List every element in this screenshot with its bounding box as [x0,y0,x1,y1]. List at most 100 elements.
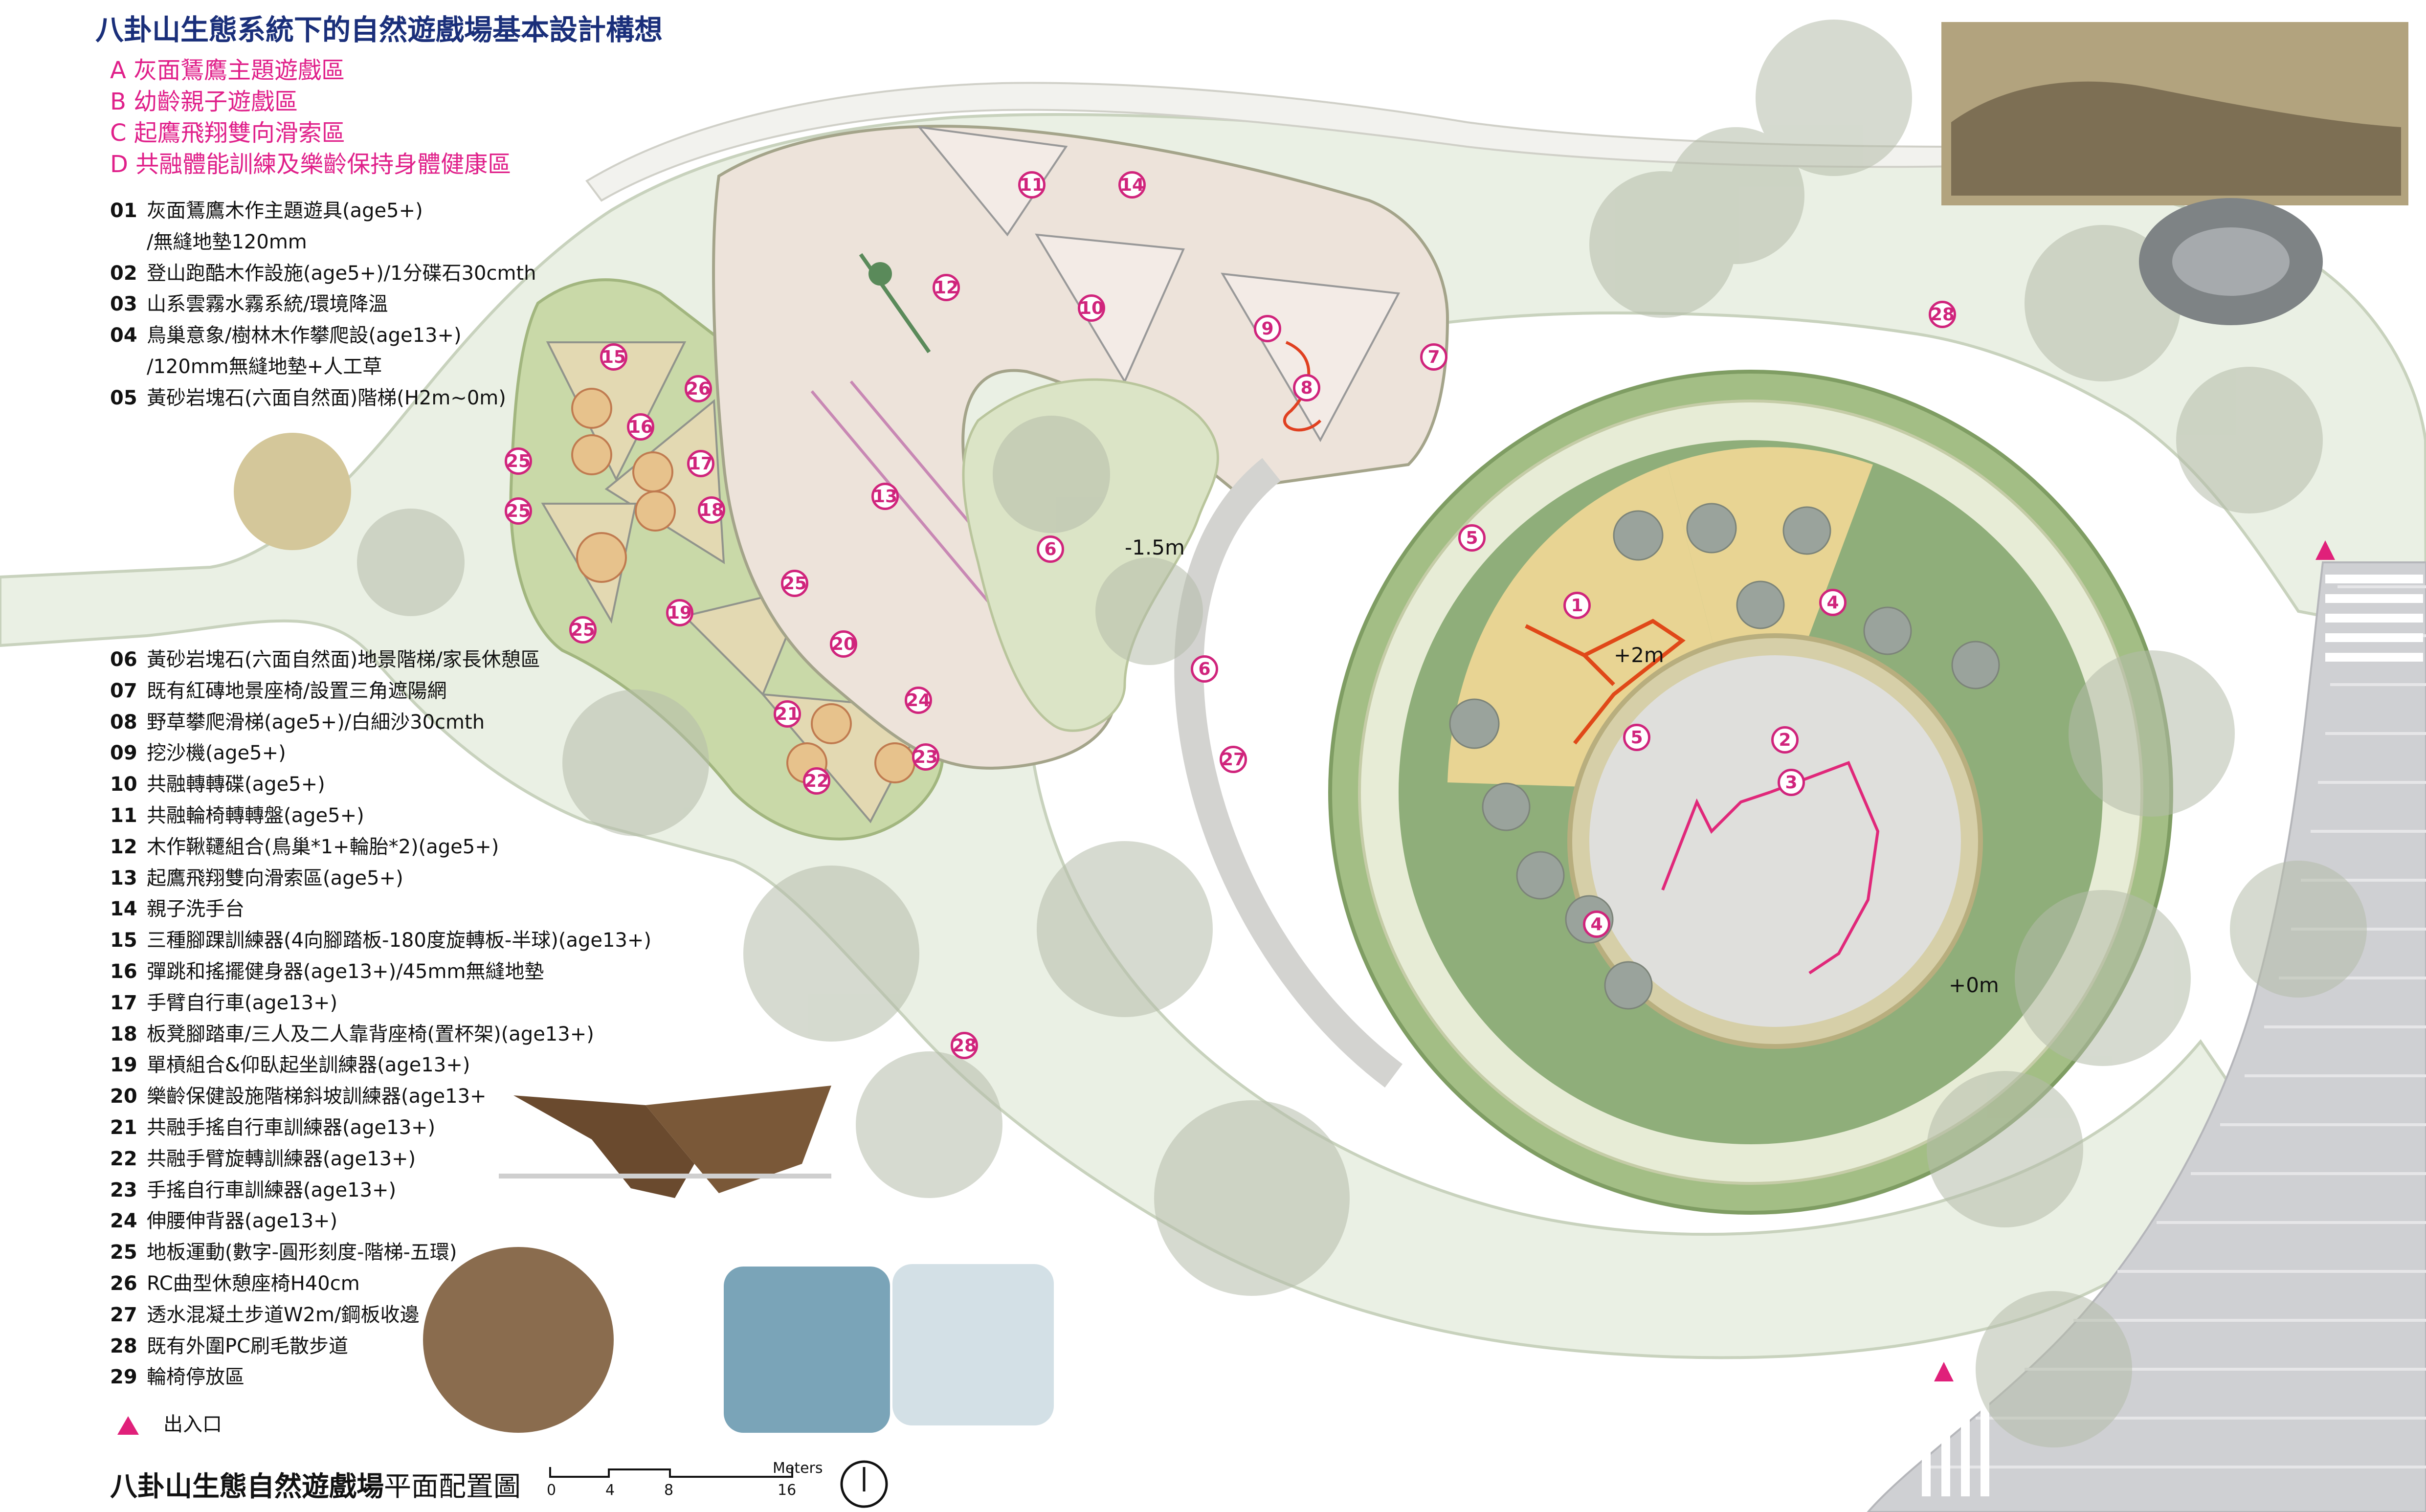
legend-text: 野草攀爬滑梯(age5+)/白細沙30cmth [147,711,485,734]
legend-number: 06 [110,648,137,671]
legend-item: /無縫地墊120mm [110,227,536,258]
plan-marker: 4 [1819,589,1847,616]
legend-number: 25 [110,1241,137,1264]
legend-number: 27 [110,1303,137,1326]
legend-text: 透水混凝土步道W2m/鋼板收邊 [147,1303,420,1326]
trees [357,20,2367,1447]
legend-text: 黃砂岩塊石(六面自然面)地景階梯/家長休憩區 [147,648,540,671]
legend-text: 彈跳和搖擺健身器(age13+)/45mm無縫地墊 [147,960,544,983]
plan-marker: 20 [830,630,857,658]
scale-tick-8: 8 [664,1482,674,1499]
legend-item: /120mm無縫地墊+人工草 [110,352,536,383]
plan-marker: 21 [774,700,801,728]
legend-number: 03 [110,293,137,316]
legend-text: 伸腰伸背器(age13+) [147,1210,338,1233]
parkour-structure [1661,761,1880,975]
legend-number: 23 [110,1178,137,1201]
plan-marker: 22 [803,767,830,795]
entrance-south-icon [1934,1362,1954,1381]
plan-marker: 19 [666,599,693,626]
scale-tick-4: 4 [605,1482,615,1499]
legend-text: 登山跑酷木作設施(age5+)/1分碟石30cmth [147,262,536,285]
legend-item: 03 山系雲霧水霧系統/環境降溫 [110,289,536,320]
legend-number: 22 [110,1147,137,1170]
legend-number: 14 [110,898,137,921]
legend-number: 01 [110,200,137,222]
plan-marker: 15 [600,343,627,371]
scale-tick-16: 16 [778,1482,797,1499]
plan-marker: 26 [685,375,712,402]
plan-marker: 6 [1037,535,1064,563]
swing-set [859,253,931,354]
legend-item: 02 登山跑酷木作設施(age5+)/1分碟石30cmth [110,258,536,289]
legend-number: 05 [110,386,137,409]
legend-text: 既有紅磚地景座椅/設置三角遮陽網 [147,679,447,702]
yellow-circle-area [234,433,351,550]
scale-bar [549,1467,793,1478]
plan-marker: 6 [1191,655,1218,683]
legend-number: 10 [110,773,137,796]
legend-number: 29 [110,1366,137,1389]
scale-tick-0: 0 [547,1482,556,1499]
legend-top: 01 灰面鵟鷹木作主題遊具(age5+) /無縫地墊120mm 02 登山跑酷木作設施(… [110,196,536,414]
level-base: +0m [1949,973,1999,997]
legend-number: 18 [110,1023,137,1045]
legend-text: 灰面鵟鷹木作主題遊具(age5+) [147,200,423,222]
legend-item: 18 板凳腳踏車/三人及二人靠背座椅(置杯架)(age13+) [110,1019,651,1050]
children-zone-b [917,126,1401,443]
plan-marker: 27 [1220,746,1247,773]
level-upper: +2m [1614,643,1664,667]
nest-photo [423,1247,614,1433]
legend-number: 20 [110,1085,137,1108]
legend-text: 板凳腳踏車/三人及二人靠背座椅(置杯架)(age13+) [147,1023,594,1045]
plan-marker: 17 [687,450,714,477]
plan-marker: 1 [1563,592,1591,619]
plan-marker: 4 [1583,911,1610,938]
plan-title: 八卦山生態自然遊戲場平面配置圖 [110,1465,521,1504]
legend-text: 親子洗手台 [147,898,245,921]
legend-text: 山系雲霧水霧系統/環境降溫 [147,293,388,316]
entrance-label: 出入口 [163,1413,222,1436]
plan-marker: 25 [505,447,532,475]
circular-plaza [1328,370,2173,1215]
permeable-concrete-path [1174,458,1403,1088]
plan-marker: 5 [1458,524,1486,552]
legend-text: 起鷹飛翔雙向滑索區(age5+) [147,867,403,889]
legend-text: RC曲型休憩座椅H40cm [147,1272,360,1295]
page-title: 八卦山生態系統下的自然遊戲場基本設計構想 [95,13,663,46]
plan-marker: 24 [905,687,932,714]
plan-title-suffix: 平面配置圖 [384,1471,521,1503]
legend-number: 02 [110,262,137,285]
legend-text: 手臂自行車(age13+) [147,991,338,1014]
zone-a-label: A 灰面鵟鷹主題遊戲區 [110,57,345,84]
plan-marker: 5 [1623,724,1650,751]
plan-marker: 18 [698,496,725,524]
plan-marker: 23 [912,743,939,771]
entrance-east-icon [2315,540,2335,560]
legend-text: 共融手臂旋轉訓練器(age13+) [147,1147,416,1170]
zone-d-label: D 共融體能訓練及樂齡保持身體健康區 [110,151,512,178]
legend-number: 11 [110,804,137,827]
plan-marker: 2 [1771,726,1799,754]
legend-text: 共融手搖自行車訓練器(age13+) [147,1116,436,1139]
legend-number: 19 [110,1054,137,1077]
legend-item: 01 灰面鵟鷹木作主題遊具(age5+) [110,196,536,227]
legend-item: 22 共融手臂旋轉訓練器(age13+) [110,1144,651,1175]
legend-number: 12 [110,835,137,858]
eagle-sculpture-render [499,1086,831,1198]
plan-marker: 9 [1254,315,1281,342]
